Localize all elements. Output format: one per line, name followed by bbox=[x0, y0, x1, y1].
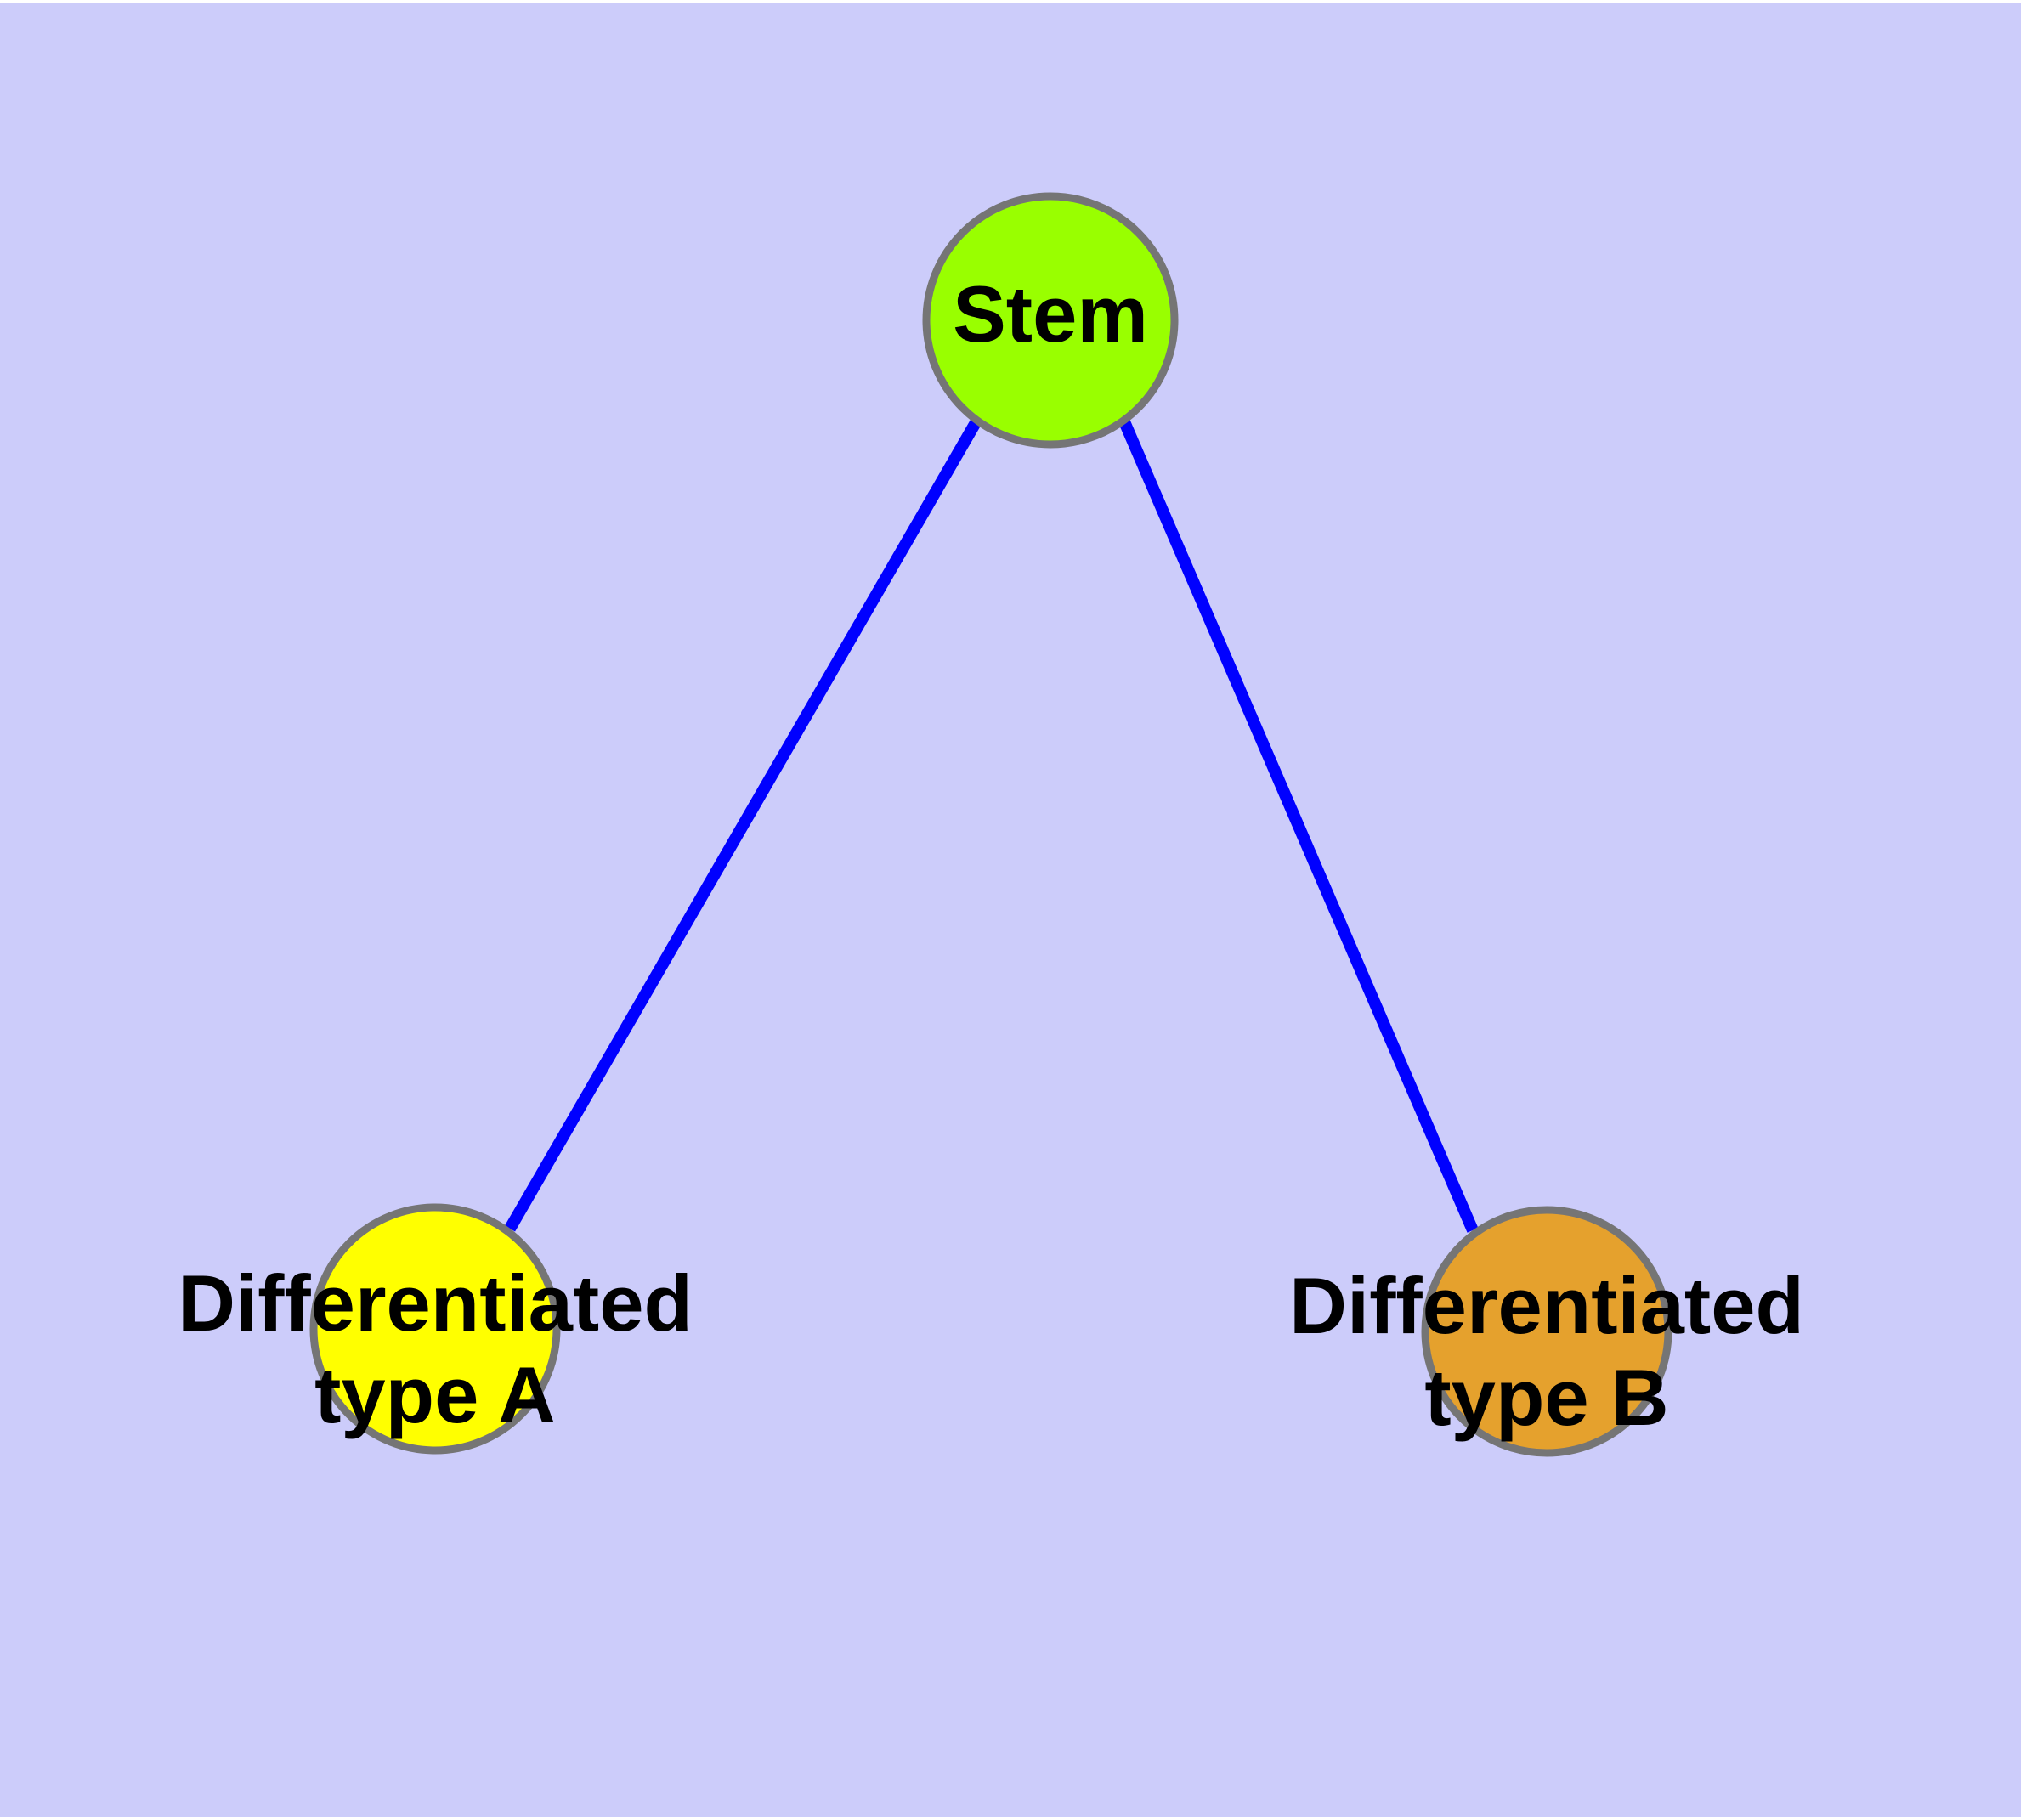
node-differentiated-type-b[interactable]: Differentiated type B bbox=[1289, 1206, 1804, 1457]
node-type-a-circle[interactable] bbox=[309, 1203, 561, 1455]
node-type-b-circle[interactable] bbox=[1421, 1206, 1672, 1457]
node-stem[interactable]: Stem bbox=[922, 192, 1179, 449]
node-type-b-label-line-2: type B bbox=[1424, 1353, 1668, 1442]
node-stem-circle[interactable] bbox=[922, 192, 1179, 449]
edge-stem-to-type-b[interactable] bbox=[1118, 417, 1479, 1233]
edge-stem-to-type-a[interactable] bbox=[504, 416, 983, 1232]
node-type-b-label-line-1: Differentiated bbox=[1289, 1261, 1804, 1350]
node-link-graph: Stem Differentiated type A Differentiate… bbox=[178, 192, 1804, 1457]
node-type-a-label-line-1: Differentiated bbox=[178, 1258, 693, 1348]
node-differentiated-type-a[interactable]: Differentiated type A bbox=[178, 1203, 693, 1455]
node-type-a-label-line-2: type A bbox=[314, 1350, 556, 1439]
edge-layer bbox=[504, 416, 1479, 1233]
node-layer: Stem Differentiated type A Differentiate… bbox=[178, 192, 1804, 1457]
node-stem-label-line-1: Stem bbox=[953, 269, 1148, 359]
